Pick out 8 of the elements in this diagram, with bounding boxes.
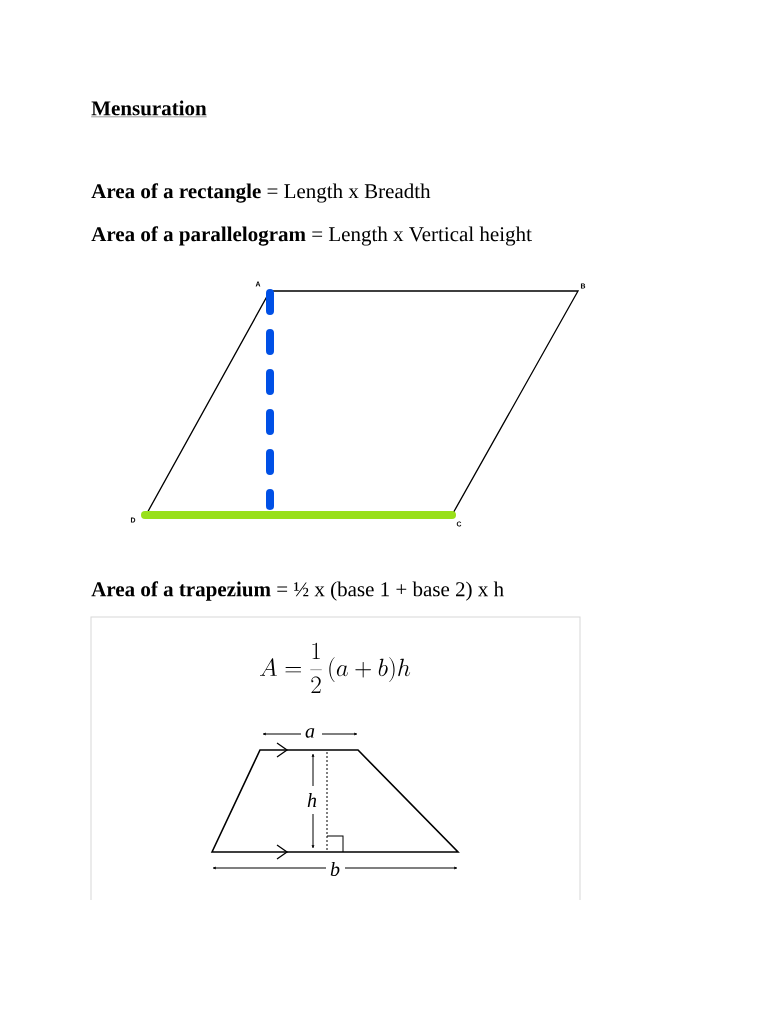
text-line: Area of a trapezium = ½ x (base 1 + base 2) x h	[91, 581, 504, 601]
dimension-label: h	[307, 793, 317, 807]
formula: $A = \frac{1}{2}\,(a + b)h$	[260, 642, 411, 693]
dimension-label: b	[330, 861, 340, 877]
dimension-label: a	[305, 728, 315, 738]
text-line: Area of a parallelogram = Length x Vertical height	[91, 226, 532, 246]
text-line: Area of a rectangle = Length x Breadth	[91, 183, 431, 203]
title: Mensuration	[91, 100, 207, 117]
